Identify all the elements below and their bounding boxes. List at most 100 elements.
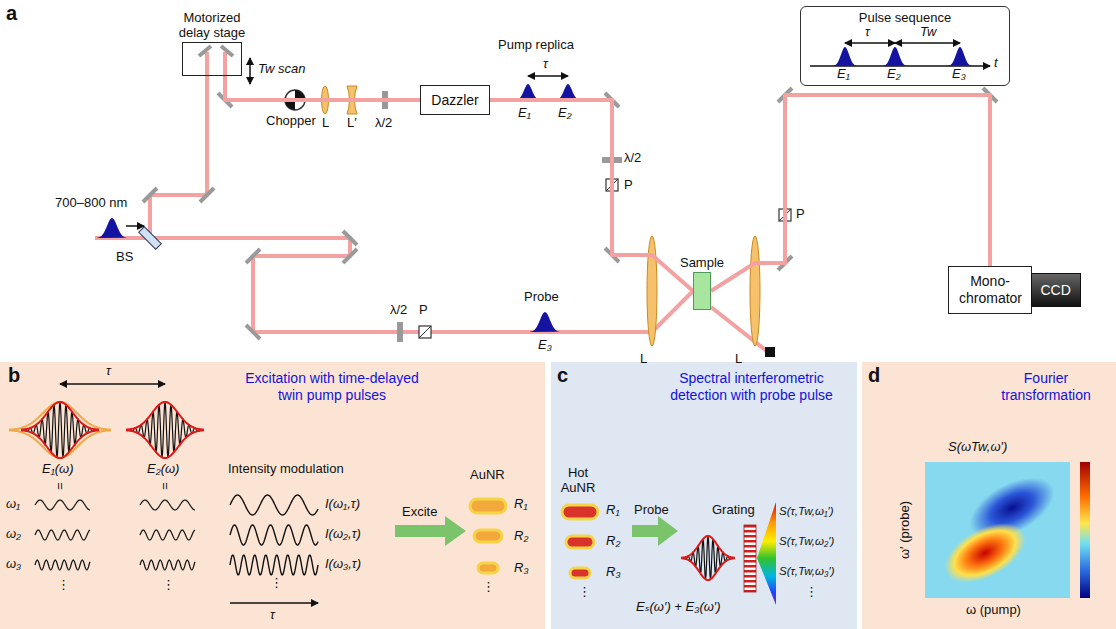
panel-d: d Fourier transformation — [862, 362, 1116, 629]
time-arrow — [230, 602, 318, 603]
panel-letter: a — [6, 2, 17, 25]
equals-sign: = — [158, 482, 173, 490]
component-label: λ/2 — [375, 116, 392, 131]
component-label: ω (pump) — [966, 603, 1021, 618]
spectrum-fan — [757, 502, 776, 605]
positive-peak — [935, 511, 1035, 595]
pulse-shape — [948, 47, 972, 66]
component-label: ⋮ — [270, 576, 283, 591]
math-label: τ — [106, 364, 111, 379]
color-bar — [1080, 462, 1090, 598]
pulse-shape — [530, 312, 560, 332]
mirror — [199, 46, 211, 56]
beam-path — [225, 76, 420, 100]
component-label: ⋮ — [578, 585, 591, 600]
component-label: Grating — [712, 503, 755, 518]
math-label: E₂ — [887, 67, 901, 82]
component-label: 700–800 nm — [55, 196, 127, 211]
component-label: Chopper — [266, 114, 316, 129]
math-label: τ — [270, 608, 275, 623]
spectral-component — [35, 500, 90, 510]
math-label: I(ω₂,τ) — [325, 527, 361, 542]
component-label: L — [735, 352, 742, 367]
gold-nanorod — [478, 563, 498, 573]
pulse-shape — [556, 84, 580, 100]
spectral-component — [35, 530, 90, 540]
math-label: E₁ — [518, 106, 531, 121]
signal-label: S(τ,Tw,ω₂′) — [779, 535, 834, 548]
math-label: R₁ — [514, 497, 528, 512]
gold-nanorod — [470, 499, 506, 513]
hot-nanorod — [562, 505, 598, 519]
pulse-envelope — [9, 402, 111, 458]
beam-path — [490, 100, 693, 291]
node-label: Sample — [680, 256, 724, 271]
node-label: Fourier transformation — [990, 370, 1102, 404]
math-label: E₂(ω) — [147, 462, 179, 477]
spectrum-map — [925, 462, 1070, 598]
sample-cell: Sample — [693, 272, 711, 310]
node-label: c — [557, 364, 568, 387]
beam-block — [765, 347, 775, 357]
pulse-envelope — [681, 536, 735, 580]
panel-b-ground — [0, 362, 545, 629]
component-label: AuNR — [470, 468, 505, 483]
component-label: P — [796, 207, 805, 222]
math-label: R₃ — [606, 565, 621, 580]
math-label: ω₁ — [6, 497, 20, 512]
spectral-component — [35, 560, 90, 570]
spectral-component — [140, 500, 195, 510]
intensity-modulation — [230, 555, 318, 575]
math-label: E₂ — [558, 106, 572, 121]
component-label: Excite — [402, 505, 437, 520]
spectral-component — [140, 560, 195, 570]
grating — [744, 525, 756, 592]
scan-arrow — [249, 58, 251, 84]
input-arrow — [126, 225, 144, 227]
math-label: E₃ — [952, 67, 966, 82]
math-label: Tw — [920, 25, 936, 40]
math-label: ω₃ — [6, 557, 21, 572]
component-label: Intensity modulation — [228, 462, 344, 477]
panel-d-ground — [862, 362, 1116, 629]
pulse-shape — [883, 47, 907, 66]
component-label: λ/2 — [624, 151, 641, 166]
signal-label: S(τ,Tw,ω₃′) — [779, 565, 835, 578]
mirror — [246, 325, 260, 339]
pump-beam — [150, 52, 207, 238]
pulse-field — [681, 536, 735, 579]
component-label: L — [640, 352, 647, 367]
component-label: BS — [116, 250, 133, 265]
component-label: L — [322, 116, 329, 131]
math-label: τ — [865, 25, 870, 40]
panel-c-ground — [551, 362, 857, 629]
polarizer — [419, 326, 431, 338]
hot-nanorod — [570, 568, 590, 578]
excite-arrow — [395, 516, 466, 546]
pulse-shape — [97, 218, 127, 238]
pulse-shape — [833, 47, 857, 66]
node-label: d — [868, 364, 880, 387]
component-label: P — [624, 178, 633, 193]
gold-nanorod — [474, 530, 502, 542]
spectral-component — [140, 530, 195, 540]
math-label: t — [994, 56, 998, 71]
node-label: Excitation with time-delayed twin pump p… — [232, 370, 432, 404]
math-label: E₁ — [837, 67, 850, 82]
ccd-camera: CCD — [1031, 273, 1081, 307]
component-label: Probe — [524, 290, 559, 305]
mirror — [221, 46, 233, 56]
node-label: b — [8, 364, 20, 387]
delay-arrow — [845, 42, 895, 43]
pulse-sequence-box: Pulse sequence — [800, 6, 1010, 86]
component-label: Pump replica — [498, 38, 574, 53]
pulse-shaper-box: Dazzler — [420, 85, 489, 116]
component-label: P — [419, 303, 428, 318]
math-label: I(ω₃,τ) — [325, 557, 361, 572]
math-label: τ — [543, 57, 548, 72]
monochromator-box: Mono- chromator — [948, 266, 1032, 314]
node-label: Spectral interferometric detection with … — [659, 370, 844, 404]
component-label: L′ — [347, 116, 357, 131]
intensity-modulation — [230, 525, 318, 545]
beam-path — [711, 95, 990, 291]
